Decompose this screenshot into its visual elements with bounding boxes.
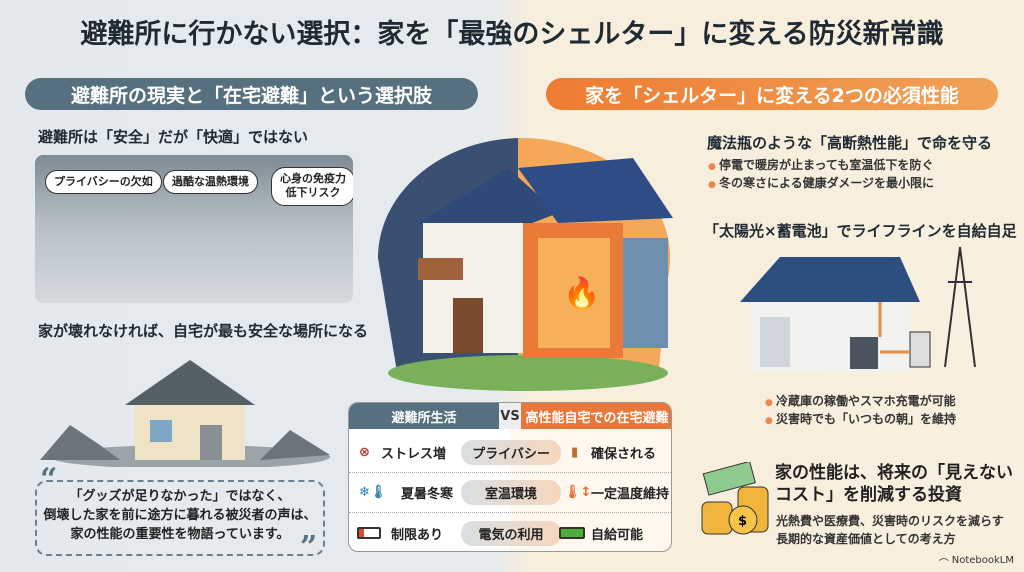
low-battery-icon: [357, 527, 381, 539]
home-value: 一定温度維持: [591, 487, 670, 502]
bullet: 冷蔵庫の稼働やスマホ充電が可能: [765, 392, 956, 409]
close-quote-icon: ”: [300, 530, 318, 565]
shelter-value: 夏暑冬寒: [401, 487, 454, 502]
open-quote-icon: “: [40, 462, 58, 497]
category-label: 電気の利用: [461, 520, 561, 546]
bullet: 停電で暖房が止まっても室温低下を防ぐ: [708, 156, 933, 173]
insulation-heading: 魔法瓶のような「高断熱性能」で命を守る: [707, 134, 993, 152]
bullet: 冬の寒さによる健康ダメージを最小限に: [708, 174, 934, 191]
page-title: 避難所に行かない選択：家を「最強のシェルター」に変える防災新常識: [80, 19, 944, 50]
home-value: 確保される: [591, 447, 657, 462]
flame-icon: 🔥: [563, 275, 600, 311]
comparison-row: ⊗ ストレス増 プライバシー ▮ 確保される: [349, 433, 671, 473]
quote-line: 家の性能の重要性を物語っています。: [70, 526, 290, 542]
description-line: 光熱費や医療費、災害時のリスクを減らす: [776, 514, 1004, 528]
left-section-header: 避難所の現実と「在宅避難」という選択肢: [25, 78, 478, 110]
comparison-table: 避難所生活 VS 高性能自宅での在宅避難 ⊗ ストレス増 プライバシー ▮ 確保…: [348, 402, 672, 552]
solar-battery-heading: 「太陽光×蓄電池」でライフラインを自給自足: [704, 222, 1017, 240]
no-stress-icon: ⊗: [359, 445, 370, 460]
description-line: 長期的な資産価値としての考え方: [776, 532, 956, 546]
right-section-header: 家を「シェルター」に変える2つの必須性能: [546, 78, 998, 110]
bubble-privacy: プライバシーの欠如: [45, 170, 162, 195]
svg-text:$: $: [738, 514, 747, 529]
heading-line: コスト」を削減する投資: [775, 485, 962, 506]
notebooklm-logo: ⌒NotebookLM: [939, 555, 1014, 570]
quote-line: 「グッズが足りなかった」ではなく、: [69, 489, 291, 504]
bullet: 災害時でも「いつもの朝」を維持: [765, 410, 956, 427]
bubble-thermal: 過酷な温熱環境: [163, 170, 258, 195]
shelter-house-illustration: 🔥: [368, 128, 680, 393]
shelter-life-header: 避難所生活: [349, 403, 499, 429]
quote-line: 倒壊した家を前に途方に暮れる被災者の声は、: [43, 507, 317, 523]
heading-line: 家の性能は、将来の「見えない: [775, 463, 1013, 483]
shelter-heading: 避難所は「安全」だが「快適」ではない: [38, 128, 309, 146]
category-label: 室温環境: [461, 480, 561, 505]
logo-text: NotebookLM: [951, 555, 1014, 566]
shelter-gym-illustration: プライバシーの欠如 過酷な温熱環境 心身の免疫力 低下リスク: [35, 155, 353, 303]
money-coins-icon: $: [700, 460, 780, 537]
investment-heading: 家の性能は、将来の「見えない コスト」を削減する投資: [775, 462, 1013, 506]
home-safety-heading: 家が壊れなければ、自宅が最も安全な場所になる: [38, 322, 369, 340]
category-label: プライバシー: [461, 440, 561, 465]
shelter-value: ストレス増: [381, 447, 447, 462]
comparison-row: 制限あり 電気の利用 自給可能: [349, 513, 671, 551]
home-value: 自給可能: [591, 527, 644, 543]
cold-thermometer-icon: ❄🌡: [359, 485, 387, 500]
notebooklm-icon: ⌒: [938, 559, 949, 570]
investment-description: 光熱費や医療費、災害時のリスクを減らす 長期的な資産価値としての考え方: [776, 512, 1004, 548]
door-icon: ▮: [571, 445, 579, 460]
survivor-quote: 「グッズが足りなかった」ではなく、 倒壊した家を前に途方に暮れる被災者の声は、 …: [35, 480, 325, 556]
warm-thermometer-icon: 🌡↕: [564, 485, 592, 500]
home-evac-header: 高性能自宅での在宅避難: [521, 403, 671, 429]
comparison-row: ❄🌡 夏暑冬寒 室温環境 🌡↕ 一定温度維持: [349, 473, 671, 513]
solar-house-illustration: [720, 242, 1010, 377]
full-battery-icon: [559, 527, 585, 539]
shelter-value: 制限あり: [391, 527, 444, 543]
bubble-immunity: 心身の免疫力 低下リスク: [271, 167, 353, 206]
collapsed-house-illustration: [40, 345, 330, 469]
vs-label: VS: [499, 403, 521, 429]
